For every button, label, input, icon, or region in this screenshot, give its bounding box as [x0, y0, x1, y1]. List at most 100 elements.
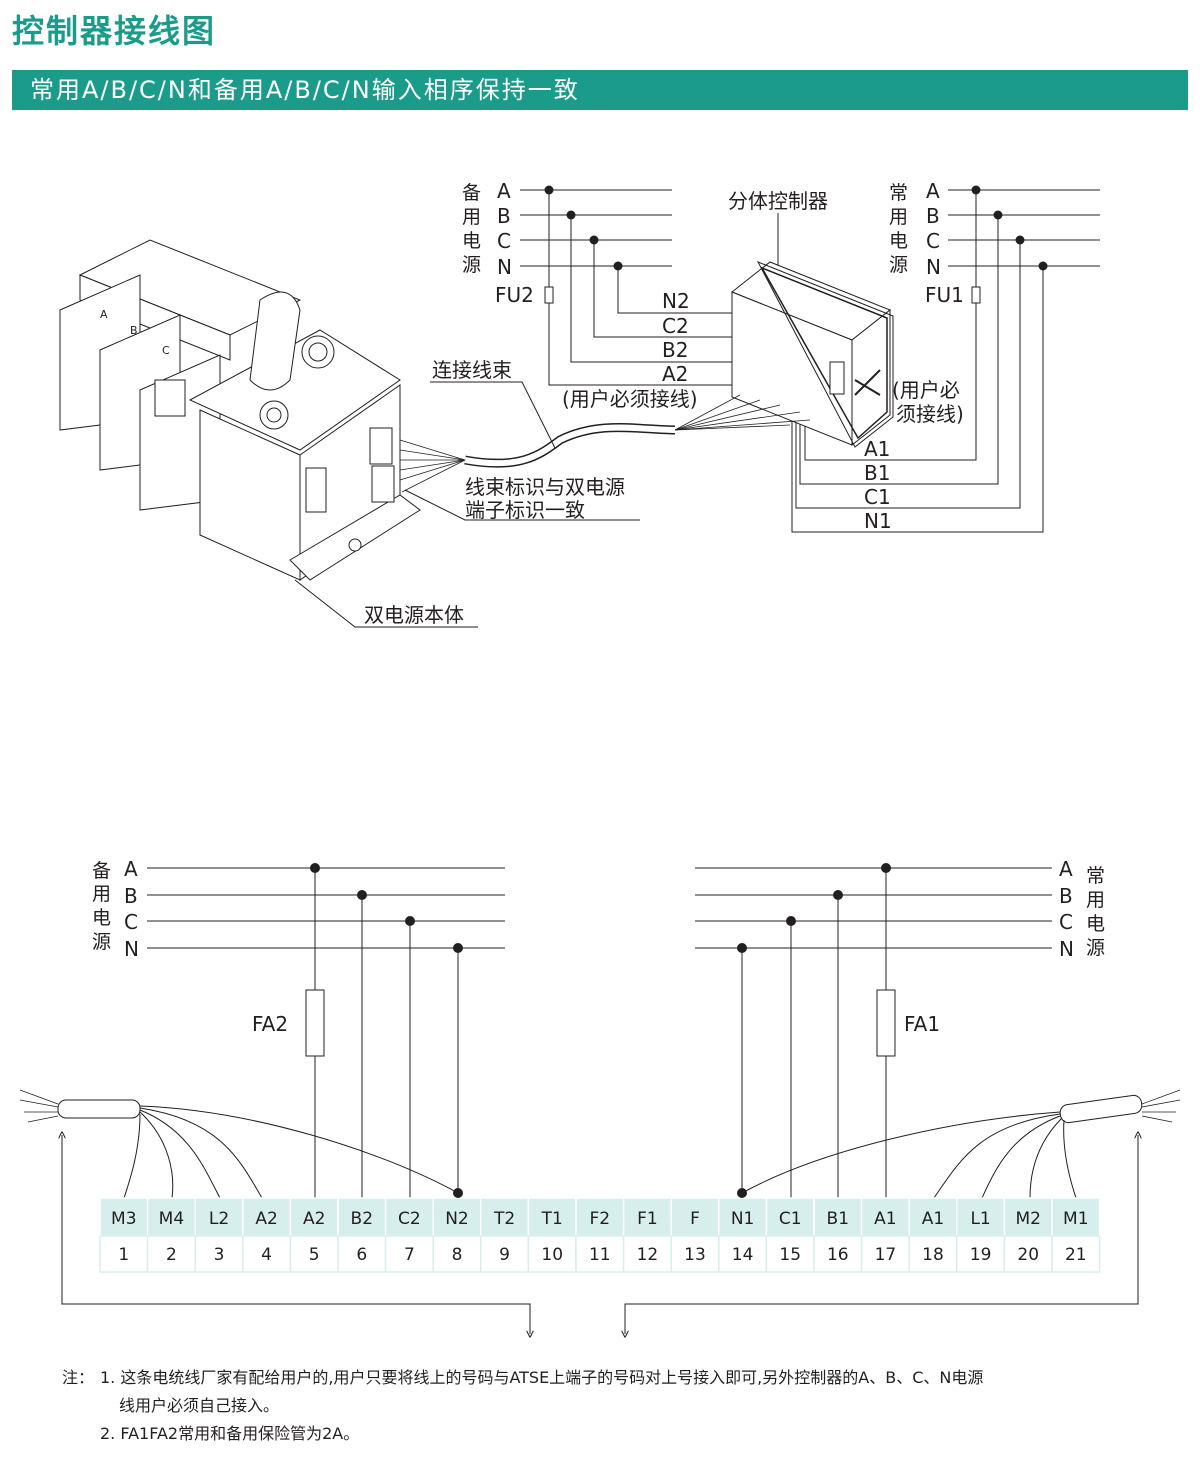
split-controller: [731, 261, 894, 448]
notes-prefix: 注：: [62, 1368, 95, 1387]
terminal-code: A2: [255, 1209, 277, 1229]
wire-n1: [791, 266, 1044, 533]
dual-power-device: [59, 239, 421, 581]
terminal-code: A2: [303, 1209, 325, 1229]
wire-b1-label: B1: [864, 461, 890, 485]
bottom-backup-phase-n: N: [124, 937, 139, 961]
terminal-number: 17: [875, 1245, 897, 1265]
bottom-junction-dots: [310, 863, 891, 1198]
terminal-16: B1 16: [813, 1197, 863, 1273]
terminal-13: F13: [670, 1197, 720, 1273]
note-2: 2. FA1FA2常用和备用保险管为2A。: [100, 1424, 360, 1443]
wire-a2: [548, 190, 770, 386]
terminal-number: 19: [970, 1245, 992, 1265]
terminal-5: A2 5: [289, 1197, 339, 1273]
harness-note-2: 端子标识一致: [465, 498, 585, 522]
user-must-wire-normal-2: 须接线): [896, 402, 964, 426]
bottom-backup-label-4: 源: [92, 931, 111, 953]
body-label: 双电源本体: [364, 603, 464, 627]
bottom-normal-phase-c: C: [1059, 910, 1073, 934]
top-normal-phase-b: B: [926, 204, 940, 228]
top-normal-label-3: 电: [889, 230, 908, 252]
terminal-code: C2: [398, 1209, 421, 1229]
terminal-code: F2: [589, 1209, 610, 1229]
user-must-wire-normal-1: (用户必: [892, 378, 960, 402]
bottom-backup-label-2: 用: [92, 883, 111, 905]
terminal-8: N2 8: [432, 1197, 482, 1273]
terminal-3: L2 3: [194, 1197, 244, 1273]
terminal-code: L2: [209, 1209, 229, 1229]
top-backup-label-1: 备: [462, 182, 481, 204]
top-junction-dots: [544, 185, 1048, 271]
harness-note-1: 线束标识与双电源: [465, 475, 625, 499]
terminal-code: F1: [637, 1209, 658, 1229]
terminal-6: B2 6: [337, 1197, 387, 1273]
bottom-wiring-diagram: [19, 867, 1181, 1334]
wire-a2-label: A2: [662, 362, 688, 386]
terminal-number: 4: [261, 1245, 272, 1265]
fuse-fu1-label: FU1: [925, 283, 964, 307]
fuse-fa1: [876, 989, 896, 1057]
terminal-code: T2: [493, 1209, 515, 1229]
fuse-fa1-label: FA1: [904, 1012, 940, 1036]
terminal-number: 14: [732, 1245, 754, 1265]
wire-n1-label: N1: [864, 509, 892, 533]
terminal-code: C1: [779, 1209, 802, 1229]
terminal-number: 8: [452, 1245, 463, 1265]
top-normal-phase-a: A: [926, 179, 940, 203]
bottom-backup-label-1: 备: [92, 860, 111, 882]
wire-b1: [799, 215, 999, 485]
terminal-code: N1: [731, 1209, 755, 1229]
terminal-code: B1: [827, 1209, 849, 1229]
terminal-code: M1: [1063, 1209, 1088, 1229]
terminal-number: 6: [356, 1245, 367, 1265]
wire-a1-label: A1: [864, 437, 890, 461]
bottom-backup-phase-a: A: [124, 857, 138, 881]
fuse-fu2-label: FU2: [495, 283, 534, 307]
terminal-code: M3: [111, 1209, 136, 1229]
fuse-fu1: [971, 286, 981, 304]
top-backup-phase-a: A: [497, 179, 511, 203]
terminal-strip: M31M42L23A24A25B26C27N28T29T110F211F112F…: [99, 1197, 1101, 1273]
user-must-wire-backup: (用户必须接线): [562, 387, 698, 411]
bottom-normal-phase-n: N: [1059, 937, 1074, 961]
terminal-number: 2: [166, 1245, 177, 1265]
top-labels: 备 用 电 源 A B C N FU2 常 用 电 源 A B C N FU1 …: [100, 179, 964, 627]
terminal-number: 16: [827, 1245, 849, 1265]
terminal-2: M4 2: [146, 1197, 196, 1273]
wire-c1: [795, 240, 1021, 509]
terminal-4: A2 4: [242, 1197, 292, 1273]
terminal-number: 7: [404, 1245, 415, 1265]
terminal-number: 5: [309, 1245, 320, 1265]
bottom-normal-phase-a: A: [1059, 857, 1073, 881]
terminal-code: N2: [445, 1209, 469, 1229]
bottom-labels: 备 用 电 源 A B C N 常 用 电 源 A B C N FA2 FA1: [92, 857, 1105, 1036]
right-arrow-path: [625, 1135, 1138, 1334]
terminal-number: 10: [541, 1245, 563, 1265]
notes: 注： 1. 这条电统线厂家有配给用户的,用户只要将线上的号码与ATSE上端子的号…: [62, 1364, 1172, 1448]
terminal-14: N1 14: [718, 1197, 768, 1273]
terminal-9: T29: [480, 1197, 530, 1273]
top-backup-phase-b: B: [497, 204, 511, 228]
bottom-normal-label-2: 用: [1086, 889, 1105, 911]
section-banner: 常用A/B/C/N和备用A/B/C/N输入相序保持一致: [12, 70, 1188, 110]
top-backup-label-4: 源: [462, 254, 481, 276]
terminal-code: B2: [351, 1209, 373, 1229]
terminal-code: A1: [922, 1209, 944, 1229]
wire-c2: [593, 240, 770, 338]
terminal-number: 3: [214, 1245, 225, 1265]
top-backup-label-2: 用: [462, 206, 481, 228]
top-normal-phase-c: C: [926, 229, 940, 253]
terminal-code: M4: [159, 1209, 184, 1229]
bottom-normal-phase-b: B: [1059, 884, 1073, 908]
wire-c1-label: C1: [864, 485, 891, 509]
page-title: 控制器接线图: [12, 12, 217, 50]
bottom-normal-label-1: 常: [1086, 865, 1105, 887]
controller-label: 分体控制器: [728, 189, 828, 213]
wire-c2-label: C2: [662, 314, 689, 338]
bottom-normal-label-4: 源: [1086, 937, 1105, 959]
